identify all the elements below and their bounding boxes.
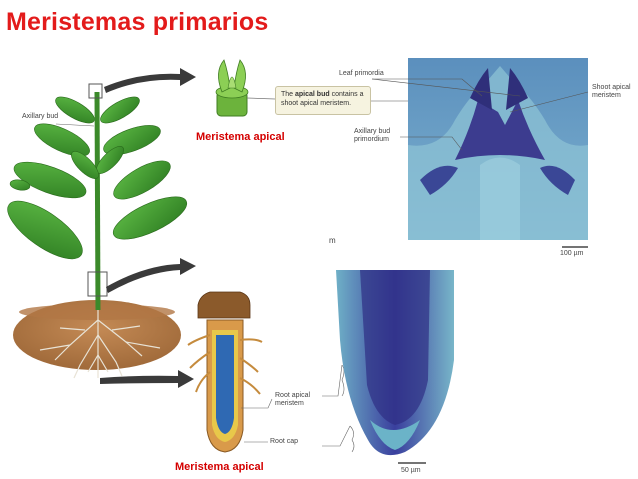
root-region-box bbox=[87, 271, 108, 297]
apical-bud-callout: The apical bud contains a shoot apical m… bbox=[275, 86, 371, 115]
axillary-bud-primordium-label: Axillary bud primordium bbox=[354, 128, 391, 143]
root-apical-meristem-label: Root apical meristem bbox=[275, 392, 311, 407]
scale-bar-root-label: 50 µm bbox=[401, 467, 421, 474]
plant-leaves bbox=[7, 96, 188, 260]
root-micrograph bbox=[336, 270, 454, 464]
callout-text-pre: The bbox=[281, 91, 294, 98]
apical-bud-illustration bbox=[215, 59, 276, 117]
leaf-primordia-label: Leaf primordia bbox=[339, 70, 384, 77]
shoot-micrograph bbox=[408, 58, 588, 248]
shoot-leader-lines bbox=[371, 78, 589, 151]
caption-top: Meristema apical bbox=[196, 131, 285, 143]
root-tip-illustration bbox=[187, 291, 263, 453]
shoot-apical-meristem-label: Shoot apical meristem bbox=[592, 84, 631, 99]
plant-stem bbox=[94, 91, 101, 311]
apical-bud-box bbox=[88, 83, 103, 99]
callout-text-bold: apical bud bbox=[295, 91, 330, 98]
callout-text-post: contains a shoot apical meristem. bbox=[281, 91, 364, 107]
plant-roots bbox=[39, 300, 161, 379]
scale-bar-shoot-label: 100 µm bbox=[560, 250, 584, 257]
root-cap-label: Root cap bbox=[270, 438, 299, 445]
pointer-arrows bbox=[100, 68, 196, 388]
caption-bottom: Meristema apical bbox=[175, 461, 264, 473]
stray-text: m bbox=[329, 236, 336, 245]
page-title: Meristemas primarios bbox=[6, 8, 269, 36]
soil bbox=[13, 300, 181, 370]
axillary-bud-label: Axillary bud bbox=[22, 113, 59, 120]
